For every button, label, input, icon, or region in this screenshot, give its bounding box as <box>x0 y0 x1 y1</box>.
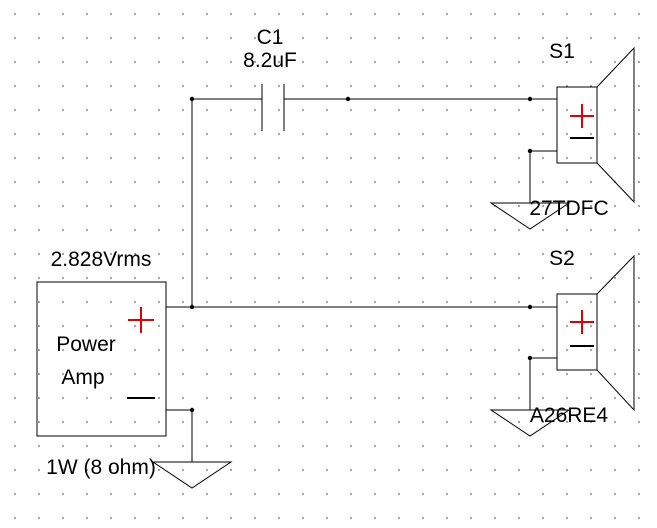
junction-nodes <box>189 96 533 413</box>
wires <box>166 98 557 462</box>
node-s1-minus <box>527 148 533 154</box>
node-s2-plus <box>527 304 533 310</box>
speaker-s2-model-label: A26RE4 <box>530 404 609 427</box>
node-s1-plus <box>527 96 533 102</box>
speaker-s1-body <box>556 86 598 164</box>
power-amp: Power Amp 2.828Vrms 1W (8 ohm) <box>36 248 167 479</box>
power-amp-name-line1: Power <box>56 333 116 356</box>
ground-symbols <box>151 202 571 489</box>
node-amp-plus <box>189 304 195 310</box>
power-amp-power-label: 1W (8 ohm) <box>46 456 156 479</box>
speaker-s1-model-label: 27TDFC <box>529 197 608 220</box>
wire-amp-ground <box>166 409 193 462</box>
capacitor-value-label: 8.2uF <box>243 49 297 72</box>
wire-cap-branch <box>191 98 262 306</box>
wire-s1-ground <box>529 150 557 203</box>
speaker-s1: S1 27TDFC <box>529 40 635 220</box>
speaker-s1-ref-label: S1 <box>549 40 575 63</box>
ground-s1-icon <box>489 202 571 230</box>
speaker-s2-cone <box>596 254 635 412</box>
node-s2-minus <box>527 355 533 361</box>
speaker-s2-ref-label: S2 <box>549 247 575 270</box>
power-amp-body <box>36 281 167 437</box>
node-cap-right <box>345 96 351 102</box>
capacitor-c1: C1 8.2uF <box>243 26 297 131</box>
ground-amp-icon <box>151 461 233 489</box>
ground-s2-icon <box>489 409 571 437</box>
power-amp-name-line2: Amp <box>61 366 104 389</box>
wire-s2-ground <box>529 357 557 410</box>
power-amp-voltage-label: 2.828Vrms <box>51 248 152 271</box>
speaker-s2-body <box>556 293 598 371</box>
speaker-s1-cone <box>596 46 635 204</box>
capacitor-ref-label: C1 <box>257 26 284 49</box>
node-cap-left <box>189 96 195 102</box>
node-amp-minus <box>189 407 195 413</box>
speaker-s2: S2 A26RE4 <box>530 247 635 427</box>
